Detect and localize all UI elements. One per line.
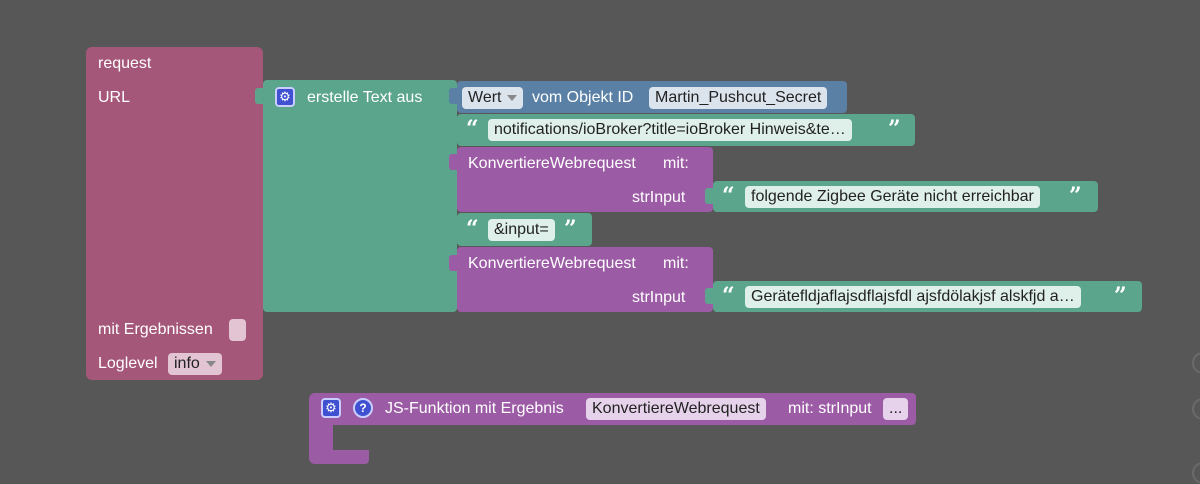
results-label: mit Ergebnissen [98,321,213,338]
gear-icon[interactable]: ⚙ [321,398,341,418]
convert2-label: KonvertiereWebrequest [468,255,636,272]
zoom-in-control[interactable] [1192,352,1200,374]
convert2-with-label: mit: [663,255,689,272]
url-label: URL [98,89,131,106]
function-def-footer [309,450,369,464]
string1-field[interactable]: notifications/ioBroker?title=ioBroker Hi… [488,119,852,141]
string2-field[interactable]: &input= [488,219,555,241]
function-def-label: JS-Funktion mit Ergebnis [385,400,564,417]
gear-icon[interactable]: ⚙ [275,87,295,107]
object-value-connector [449,88,459,104]
text-join-label: erstelle Text aus [307,89,423,106]
text-join-block[interactable] [263,80,457,312]
function-def-body [309,424,333,454]
trash-control[interactable] [1192,462,1200,484]
convert-block-1[interactable] [457,147,713,212]
open-quote-icon: “ [722,283,735,309]
open-quote-icon: “ [466,116,479,142]
close-quote-icon: ” [564,216,577,242]
open-quote-icon: “ [466,216,479,242]
function-name-field[interactable]: KonvertiereWebrequest [586,398,766,420]
convert2-string-field[interactable]: Gerätefldjaflajsdflajsfdl ajsfdölakjsf a… [745,286,1081,308]
convert2-connector [449,255,459,271]
close-quote-icon: ” [1069,183,1082,209]
open-quote-icon: “ [722,183,735,209]
function-more-button[interactable]: ... [883,398,909,420]
text-join-connector [255,88,265,104]
value-dropdown[interactable]: Wert [462,87,524,109]
convert-block-2[interactable] [457,247,713,312]
results-input-slot[interactable] [229,319,246,341]
loglevel-label: Loglevel [98,355,158,372]
string1-connector [449,121,459,137]
string2-connector [449,221,459,237]
convert1-connector [449,154,459,170]
convert1-label: KonvertiereWebrequest [468,155,636,172]
convert1-with-label: mit: [663,155,689,172]
zoom-out-control[interactable] [1192,398,1200,420]
close-quote-icon: ” [888,116,901,142]
object-id-label: vom Objekt ID [532,89,634,106]
request-title: request [98,55,152,72]
convert1-param-label: strInput [632,189,686,206]
close-quote-icon: ” [1114,283,1127,309]
object-id-field[interactable]: Martin_Pushcut_Secret [649,87,828,109]
convert1-string-field[interactable]: folgende Zigbee Geräte nicht erreichbar [745,186,1040,208]
convert2-param-label: strInput [632,289,686,306]
convert1-string-connector [705,188,715,204]
loglevel-dropdown[interactable]: info [168,353,222,375]
convert2-string-connector [705,288,715,304]
help-icon[interactable]: ? [353,398,373,418]
function-params-label: mit: strInput [788,400,872,417]
